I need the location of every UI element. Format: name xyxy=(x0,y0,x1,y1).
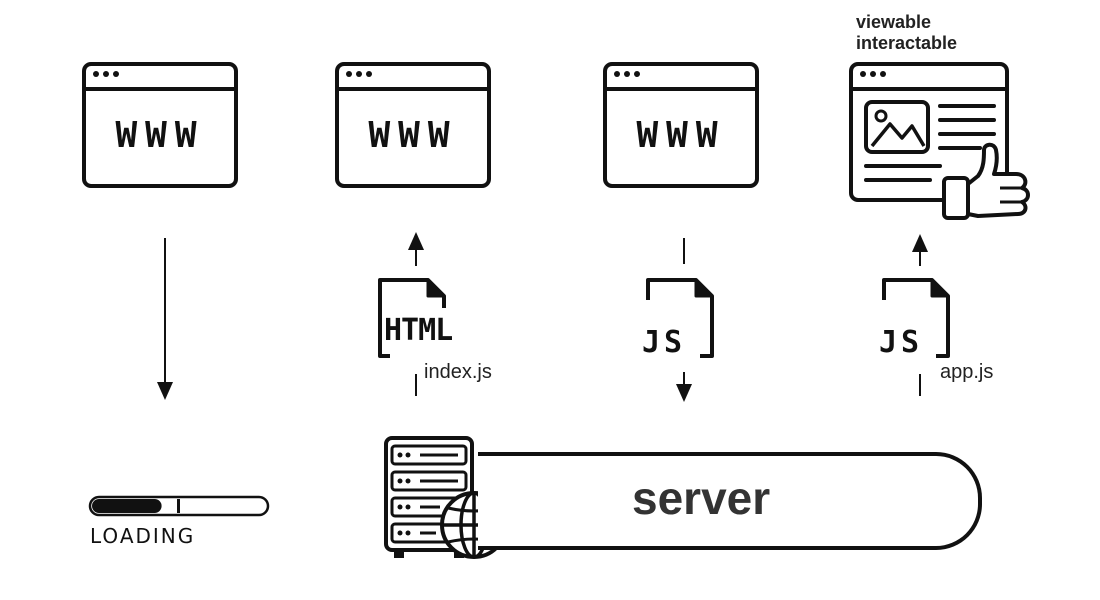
js-file-icon xyxy=(646,278,714,358)
app-js-file-icon-text: JS xyxy=(879,325,924,360)
server-box xyxy=(478,452,982,550)
browser-window-2: WWW xyxy=(335,62,491,188)
browser-titlebar xyxy=(339,66,487,91)
browser-window-3: WWW xyxy=(603,62,759,188)
browser-titlebar xyxy=(86,66,234,91)
www-text: WWW xyxy=(368,115,458,156)
interactable-caption: interactable xyxy=(856,33,958,53)
www-text: WWW xyxy=(115,115,205,156)
browser-titlebar xyxy=(853,66,1005,91)
window-dots-icon xyxy=(93,70,123,80)
thumbs-up-icon xyxy=(942,142,1030,220)
window-dots-icon xyxy=(346,70,376,80)
js-file-icon xyxy=(882,278,950,358)
www-text: WWW xyxy=(636,115,726,156)
server-label: server xyxy=(632,472,771,524)
html-file-icon xyxy=(378,278,446,358)
window-dots-icon xyxy=(860,70,890,80)
browser-titlebar xyxy=(607,66,755,91)
image-icon xyxy=(864,100,930,154)
viewable-caption: viewable xyxy=(856,12,932,32)
loading-bar-icon xyxy=(88,495,270,517)
window-dots-icon xyxy=(614,70,644,80)
text-lines-icon xyxy=(864,104,996,182)
js-file-icon-text: JS xyxy=(642,325,687,360)
index-js-label: index.js xyxy=(424,361,492,383)
app-js-label: app.js xyxy=(940,361,994,383)
browser-window-1: WWW xyxy=(82,62,238,188)
loading-label: LOADING xyxy=(90,524,196,548)
html-file-icon-text: HTML xyxy=(384,313,453,348)
